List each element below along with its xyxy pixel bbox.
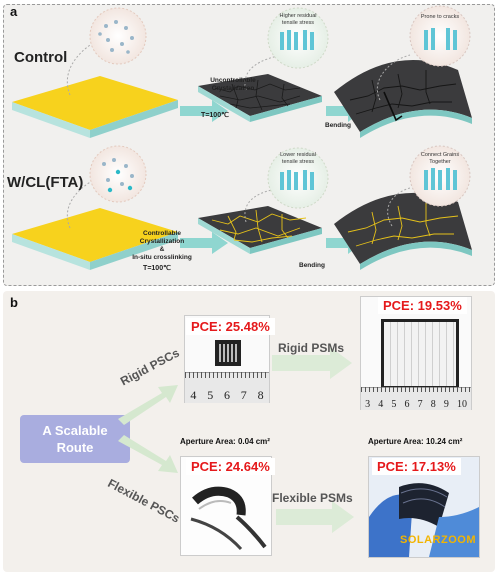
- crack-bubble-top: [409, 5, 471, 67]
- psc-electrode: [219, 344, 237, 362]
- ruler-ticks: [185, 372, 269, 378]
- pce-rigid-psm: PCE: 19.53%: [378, 297, 467, 314]
- lower-stress-label: Lower residual tensile stress: [280, 152, 316, 165]
- ruler-tick: 6: [404, 399, 410, 410]
- film-bent-bottom: [334, 192, 472, 270]
- arrow-crystallize-bottom: [180, 232, 228, 254]
- aperture-large-label: Aperture Area: 10.24 cm²: [368, 437, 463, 446]
- temperature-top: T=100℃: [201, 112, 229, 119]
- ruler-tick: 7: [417, 399, 423, 410]
- substrate-bottom: [12, 208, 178, 270]
- prone-cracks-label: Prone to cracks: [420, 14, 460, 20]
- ruler-tick: 10: [456, 399, 467, 410]
- ruler-tick: 7: [240, 388, 247, 402]
- temperature-bottom: T=100℃: [143, 265, 171, 272]
- flexible-psm-illustration: [369, 483, 479, 557]
- higher-stress-label: Higher residual tensile stress: [279, 13, 317, 26]
- ruler-tick: 8: [257, 388, 264, 402]
- ruler-tick: 5: [391, 399, 397, 410]
- link-dashed: [387, 187, 411, 227]
- pce-flex-psm: PCE: 17.13%: [372, 458, 461, 475]
- panel-a-illustration: [12, 5, 472, 270]
- ruler-tick: 5: [207, 388, 214, 402]
- link-dashed: [376, 54, 411, 101]
- scalable-route-box: A Scalable Route: [20, 415, 130, 463]
- link-dashed: [66, 177, 99, 229]
- connect-grains-label: Connect Grains Together: [420, 152, 460, 165]
- arrow-flexible-psms: [276, 501, 354, 533]
- rigid-psms-label: Rigid PSMs: [278, 341, 345, 355]
- stress-bubble-bottom: [267, 147, 329, 209]
- arrow-crystallize-top: [180, 100, 228, 122]
- film-cracked-top: [198, 74, 322, 122]
- controllable-label: Controllable Crystallization & In-situ c…: [132, 230, 192, 261]
- arrow-down-diagonal: [118, 435, 178, 473]
- pce-rigid-psc: PCE: 25.48%: [186, 318, 275, 335]
- bending-top: Bending: [325, 122, 351, 129]
- ruler-tick: 4: [378, 399, 384, 410]
- precursor-bubble-bottom: [89, 145, 147, 203]
- arrow-up-diagonal: [118, 385, 178, 425]
- stress-bubble-top: [267, 7, 329, 69]
- ruler-tick: 9: [443, 399, 449, 410]
- panel-b-arrows: [118, 347, 354, 533]
- ruler-ticks: [361, 387, 471, 392]
- cl-label: W/CL(FTA): [7, 174, 84, 191]
- bending-bottom: Bending: [299, 262, 325, 269]
- precursor-bubble-top: [89, 7, 147, 65]
- watermark: SOLARZOOM: [400, 534, 476, 546]
- ruler-tick: 8: [430, 399, 436, 410]
- connect-bubble-bottom: [409, 145, 471, 207]
- ruler-tick: 6: [223, 388, 230, 402]
- arrow-rigid-psms: [272, 347, 352, 379]
- flexible-psc-illustration: [190, 486, 267, 551]
- ruler-tick: 4: [190, 388, 197, 402]
- psm-module: [381, 319, 459, 389]
- aperture-small-label: Aperture Area: 0.04 cm²: [180, 437, 270, 446]
- panel-a-letter: a: [10, 4, 18, 19]
- substrate-top: [12, 76, 178, 138]
- pce-flex-psc: PCE: 24.64%: [186, 458, 275, 475]
- film-crosslinked-bottom: [198, 206, 322, 254]
- panel-b-letter: b: [10, 295, 18, 310]
- film-bent-top: [334, 59, 472, 138]
- flexible-psms-label: Flexible PSMs: [272, 491, 353, 505]
- ruler-tick: 3: [365, 399, 371, 410]
- rigid-psm-photo: 3 4 5 6 7 8 9 10: [360, 296, 472, 410]
- control-label: Control: [14, 49, 68, 66]
- uncontrollable-label: Uncontrollable Crystalization: [210, 77, 256, 92]
